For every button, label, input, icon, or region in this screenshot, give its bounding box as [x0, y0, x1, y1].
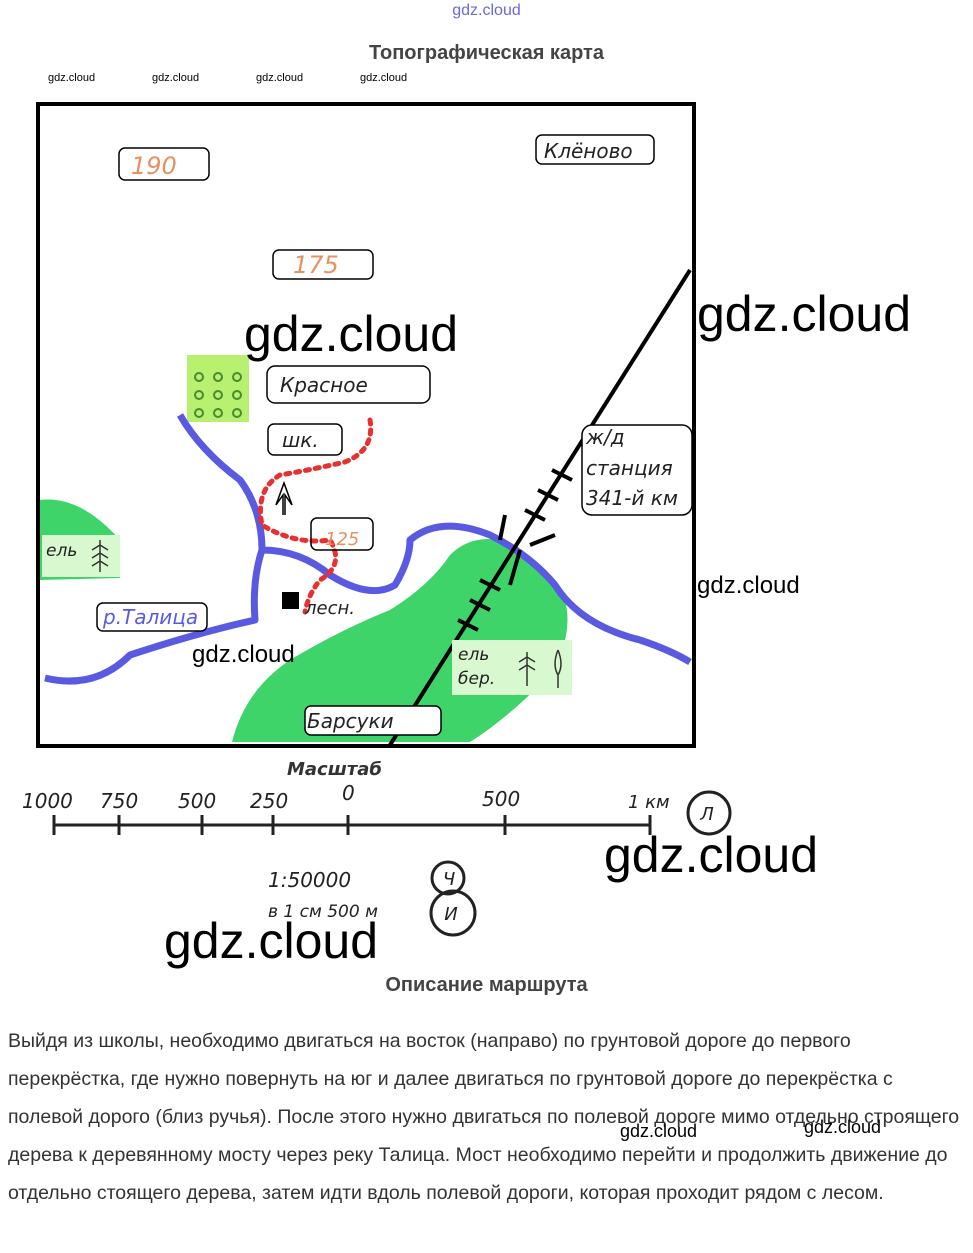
- watermark-medium: gdz.cloud: [192, 641, 295, 668]
- label-school: шк.: [282, 428, 319, 452]
- scale-tick: 750: [100, 789, 138, 813]
- description-title: Описание маршрута: [385, 974, 588, 996]
- railway: [388, 268, 692, 747]
- scale-tick: 500: [482, 787, 520, 811]
- scale-tick: 1 км: [628, 792, 670, 813]
- tree-icon: [91, 540, 562, 688]
- topographic-map: 190 175 125 Клёново Красное шк. лесн. ж/…: [22, 102, 732, 937]
- scale-tick: 250: [250, 789, 288, 813]
- watermark-medium: gdz.cloud: [697, 572, 800, 599]
- forestry-building: [282, 592, 299, 609]
- map-title: Топографическая карта: [369, 42, 604, 64]
- circle-letter-i: И: [444, 904, 457, 925]
- scale-per-cm: в 1 см 500 м: [268, 902, 378, 922]
- route-description: Выйдя из школы, необходимо двигаться на …: [8, 1030, 960, 1204]
- label-river: р.Талица: [102, 605, 198, 629]
- scale-tick: 500: [178, 789, 216, 813]
- arrow-icon: [275, 480, 293, 515]
- orchard: [187, 355, 249, 422]
- label-station-1: ж/д: [585, 425, 625, 449]
- watermark-large: gdz.cloud: [604, 827, 819, 883]
- circle-letter-l: Л: [699, 804, 714, 825]
- watermark-top[interactable]: gdz.cloud: [452, 2, 521, 19]
- scale-tick: 1000: [22, 789, 73, 813]
- watermark-large: gdz.cloud: [697, 286, 912, 342]
- watermark-small: gdz.cloud: [256, 72, 304, 84]
- route-path: [258, 417, 374, 615]
- watermark-small: gdz.cloud: [48, 72, 96, 84]
- watermark-small: gdz.cloud: [804, 1117, 882, 1137]
- watermark-large: gdz.cloud: [244, 306, 459, 362]
- label-spruce-left: ель: [46, 541, 77, 561]
- scale-ratio: 1:50000: [268, 868, 351, 892]
- river-talitsa: [176, 413, 692, 666]
- scale-title: Масштаб: [287, 759, 382, 780]
- watermark-small: gdz.cloud: [620, 1121, 698, 1141]
- label-krasnoe: Красное: [280, 373, 368, 397]
- label-forest-2: бер.: [458, 669, 495, 689]
- label-forestry: лесн.: [304, 598, 355, 619]
- label-station-2: станция: [586, 456, 673, 480]
- height-125: 125: [325, 529, 359, 550]
- height-175: 175: [293, 251, 339, 279]
- watermark-large: gdz.cloud: [164, 913, 379, 969]
- label-station-3: 341-й км: [586, 486, 678, 510]
- height-190: 190: [131, 152, 177, 180]
- map-frame: [36, 102, 696, 748]
- label-klenovo: Клёново: [544, 139, 633, 163]
- watermark-small: gdz.cloud: [152, 72, 200, 84]
- label-forest-1: ель: [458, 645, 489, 665]
- watermark-small: gdz.cloud: [360, 72, 408, 84]
- scale-tick: 0: [342, 781, 355, 805]
- label-barsuki: Барсуки: [307, 709, 394, 733]
- circle-letter-ch: Ч: [443, 869, 455, 890]
